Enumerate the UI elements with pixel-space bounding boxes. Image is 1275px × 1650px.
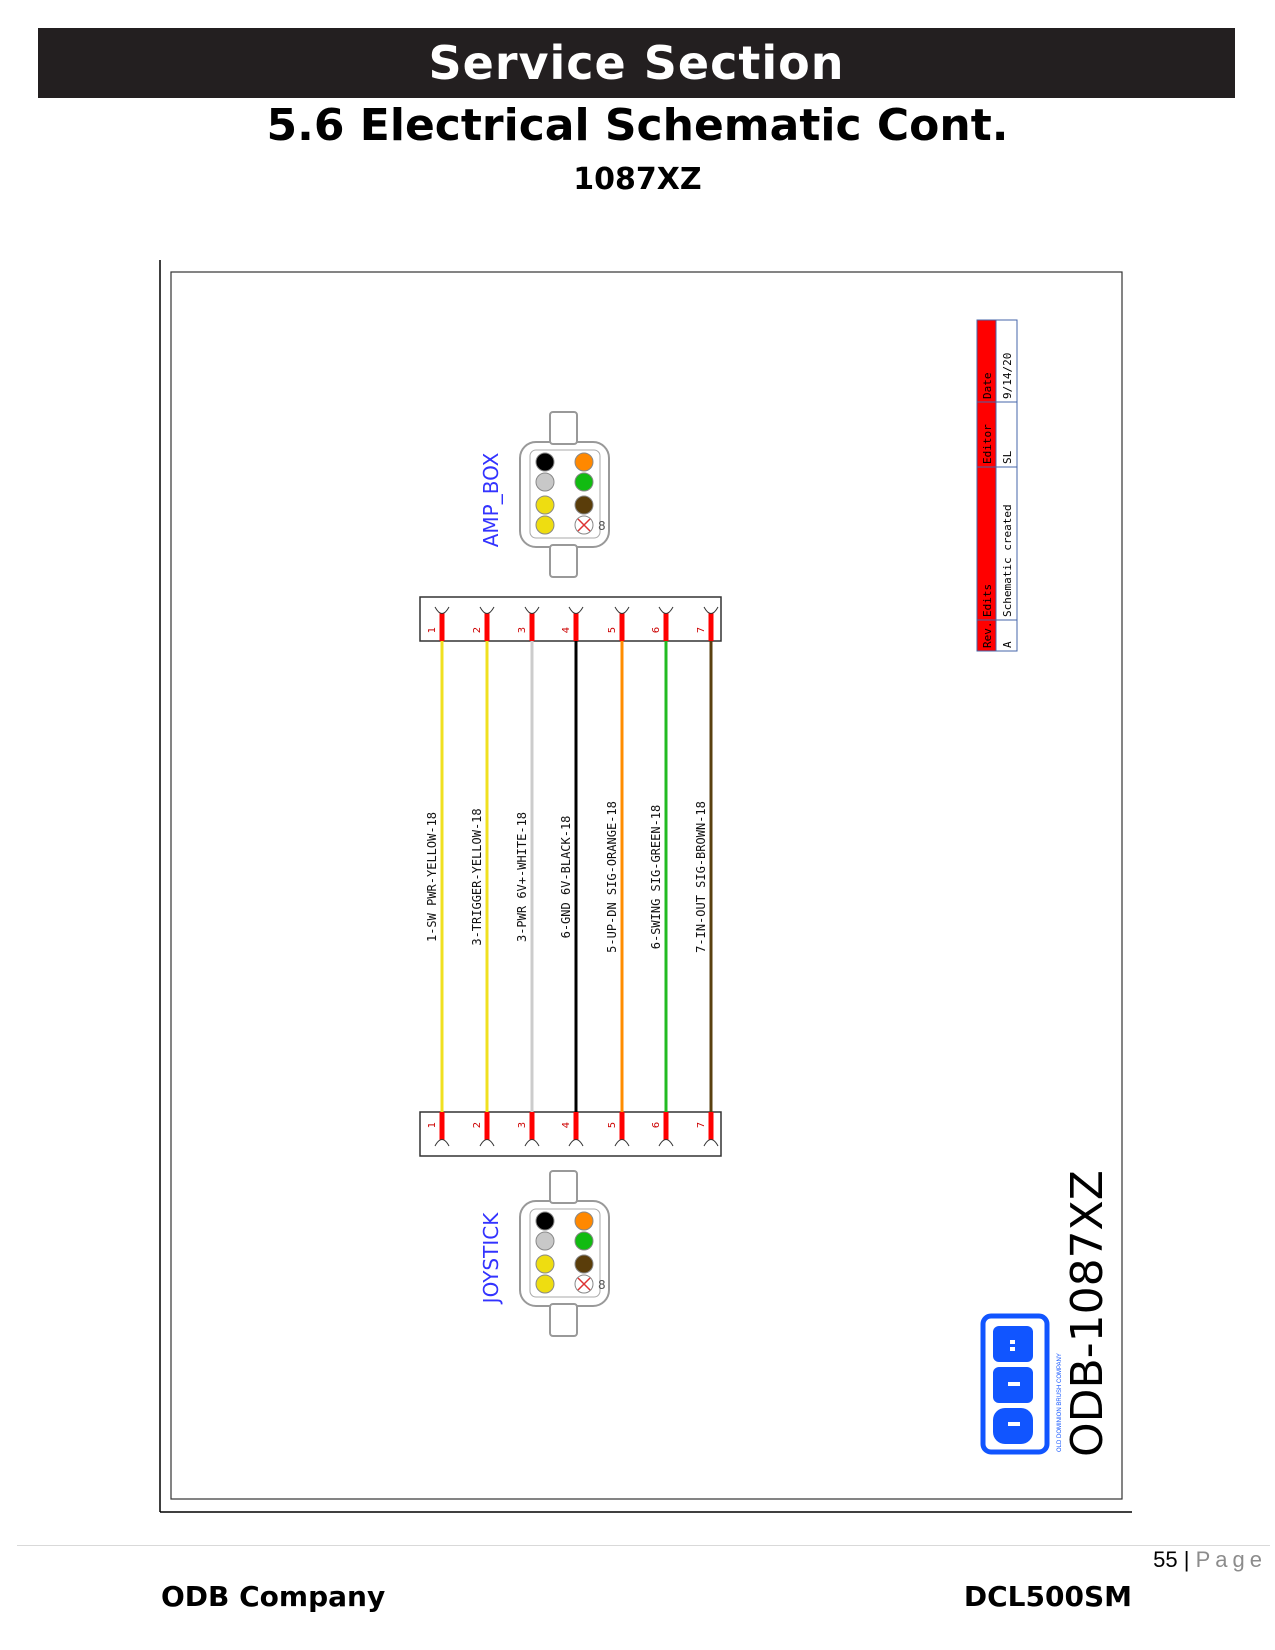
pin-number-bottom: 1	[427, 1122, 438, 1128]
wire-label: 7-IN-OUT SIG-BROWN-18	[694, 801, 708, 953]
pin-number-bottom: 6	[651, 1122, 662, 1128]
pin-number-top: 6	[651, 627, 662, 633]
rev-header: Rev.	[981, 622, 994, 649]
cavity	[574, 452, 594, 472]
rev-value: A	[1001, 641, 1014, 648]
pin-number-top: 1	[427, 627, 438, 633]
cavity-marker: 8	[598, 1278, 606, 1292]
page-number: 55 | Page	[1153, 1547, 1267, 1573]
rev-value: Schematic created	[1001, 504, 1014, 617]
terminal-cup-icon	[614, 1139, 630, 1147]
terminal-cup-icon	[703, 1139, 719, 1147]
page-number-value: 55	[1153, 1547, 1178, 1572]
pin-number-top: 4	[561, 627, 572, 633]
rev-header: Editor	[981, 424, 994, 464]
drawing-border	[170, 271, 1123, 1500]
section-banner: Service Section	[38, 28, 1235, 98]
wire-label: 1-SW PWR-YELLOW-18	[425, 812, 439, 942]
terminal-cup-icon	[479, 606, 495, 614]
rev-header: Edits	[981, 584, 994, 617]
terminal-cup-icon	[658, 606, 674, 614]
page-title: 5.6 Electrical Schematic Cont.	[266, 100, 1009, 151]
cavity-marker: 8	[598, 519, 606, 533]
footer-company: ODB Company	[161, 1580, 386, 1613]
amp-box-label: AMP_BOX	[479, 452, 503, 547]
terminal-cup-icon	[434, 1139, 450, 1147]
amp-box-connector: 8	[519, 411, 610, 578]
cavity	[535, 1274, 555, 1294]
page-word: Page	[1195, 1547, 1267, 1572]
terminal-cup-icon	[614, 606, 630, 614]
terminal-cup-icon	[434, 606, 450, 614]
terminal-cup-icon	[658, 1139, 674, 1147]
rev-value: SL	[1001, 450, 1014, 464]
page-separator: |	[1183, 1547, 1190, 1572]
footer-model: DCL500SM	[963, 1580, 1132, 1613]
logo-tagline: OLD DOMINION BRUSH COMPANY	[1057, 1353, 1063, 1452]
pin-number-bottom: 5	[607, 1122, 618, 1128]
terminal-cup-icon	[568, 1139, 584, 1147]
cavity	[574, 1231, 594, 1251]
pin-number-bottom: 3	[517, 1122, 528, 1128]
wire-label: 3-PWR 6V+-WHITE-18	[515, 812, 529, 942]
wire-label: 5-UP-DN SIG-ORANGE-18	[605, 801, 619, 953]
cavity	[535, 1254, 555, 1274]
cavity	[535, 1231, 555, 1251]
terminal-cup-icon	[479, 1139, 495, 1147]
pin-number-bottom: 2	[472, 1122, 483, 1128]
odb-logo: OLD DOMINION BRUSH COMPANY	[980, 1313, 1063, 1455]
wire-label: 6-SWING SIG-GREEN-18	[649, 805, 663, 950]
cavity	[535, 472, 555, 492]
cavity	[535, 495, 555, 515]
terminal-cup-icon	[524, 1139, 540, 1147]
wire-label: 6-GND 6V-BLACK-18	[559, 816, 573, 939]
rev-data-cell	[995, 319, 1018, 403]
pin-number-bottom: 4	[561, 1122, 572, 1128]
cavity	[574, 1254, 594, 1274]
cavity	[535, 452, 555, 472]
cavity	[574, 472, 594, 492]
pin-number-bottom: 7	[696, 1122, 707, 1128]
rev-value: 9/14/20	[1001, 353, 1014, 399]
terminal-cup-icon	[568, 606, 584, 614]
joystick-connector: 8	[519, 1170, 610, 1337]
terminal-cup-icon	[524, 606, 540, 614]
rev-header: Date	[981, 373, 994, 400]
terminal-cup-icon	[703, 606, 719, 614]
cavity	[574, 495, 594, 515]
pin-number-top: 3	[517, 627, 528, 633]
joystick-terminal-block	[419, 1111, 722, 1157]
cavity	[535, 515, 555, 535]
pin-number-top: 5	[607, 627, 618, 633]
pin-number-top: 2	[472, 627, 483, 633]
wire-label: 3-TRIGGER-YELLOW-18	[470, 808, 484, 945]
drawing-number: ODB-1087XZ	[1062, 1170, 1113, 1457]
footer-divider	[17, 1545, 1270, 1546]
cavity	[574, 1211, 594, 1231]
model-subtitle: 1087XZ	[573, 162, 702, 197]
cavity	[535, 1211, 555, 1231]
pin-number-top: 7	[696, 627, 707, 633]
amp-box-terminal-block	[419, 596, 722, 642]
joystick-label: JOYSTICK	[479, 1212, 503, 1306]
